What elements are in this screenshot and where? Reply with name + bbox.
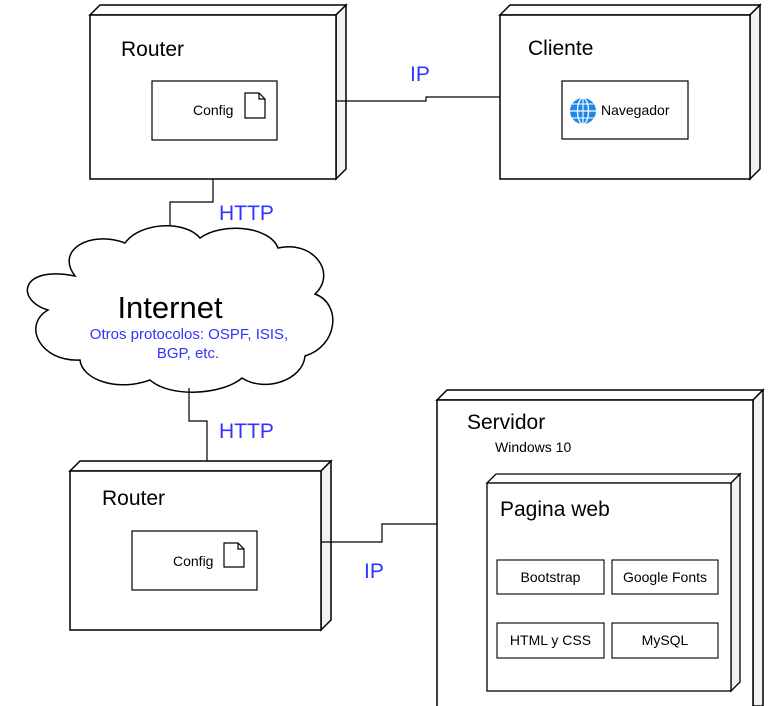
component-google-fonts: Google Fonts [611, 559, 719, 595]
router-top-config-label: Config [193, 102, 233, 118]
router-top-title: Router [121, 38, 184, 61]
servidor-subtitle: Windows 10 [495, 439, 571, 455]
connector-router-top-cliente [336, 96, 500, 102]
globe-icon [570, 97, 596, 125]
router-top-config-component: Config [151, 80, 278, 141]
internet-subtitle-line2: BGP, etc. [157, 345, 219, 362]
document-icon [244, 92, 266, 119]
connector-router-bottom-servidor [321, 523, 437, 543]
connector-ip-top-label: IP [410, 63, 430, 86]
component-google-fonts-label: Google Fonts [623, 569, 707, 585]
document-icon [223, 542, 245, 568]
connector-router-top-internet [169, 179, 214, 242]
navegador-component: Navegador [561, 80, 689, 140]
connector-http-bottom-label: HTTP [219, 420, 274, 443]
servidor-node: Servidor Windows 10 Pagina web Bootstrap… [435, 388, 765, 706]
component-html-css-label: HTML y CSS [510, 632, 591, 648]
navegador-label: Navegador [601, 102, 670, 118]
internet-title: Internet [117, 290, 223, 325]
pagina-web-title: Pagina web [500, 498, 610, 521]
router-bottom-config-label: Config [173, 553, 213, 569]
component-mysql: MySQL [611, 622, 719, 659]
connector-ip-bottom-label: IP [364, 560, 384, 583]
cliente-node: Cliente Navegador [498, 3, 762, 181]
router-bottom-title: Router [102, 487, 165, 510]
router-bottom-config-component: Config [131, 530, 258, 591]
component-html-css: HTML y CSS [496, 622, 605, 659]
pagina-web-node: Pagina web Bootstrap Google Fonts HTML y… [485, 472, 742, 693]
internet-cloud: Internet Otros protocolos: OSPF, ISIS, B… [26, 225, 334, 393]
cliente-title: Cliente [528, 37, 593, 60]
internet-subtitle-line1: Otros protocolos: OSPF, ISIS, [90, 326, 288, 343]
servidor-title: Servidor [467, 411, 545, 434]
connector-internet-router-bottom [188, 388, 208, 462]
router-top-node: Router Config [88, 3, 348, 181]
router-bottom-node: Router Config [68, 459, 333, 632]
component-bootstrap: Bootstrap [496, 559, 605, 595]
component-bootstrap-label: Bootstrap [521, 569, 581, 585]
component-mysql-label: MySQL [642, 632, 689, 648]
connector-http-top-label: HTTP [219, 202, 274, 225]
